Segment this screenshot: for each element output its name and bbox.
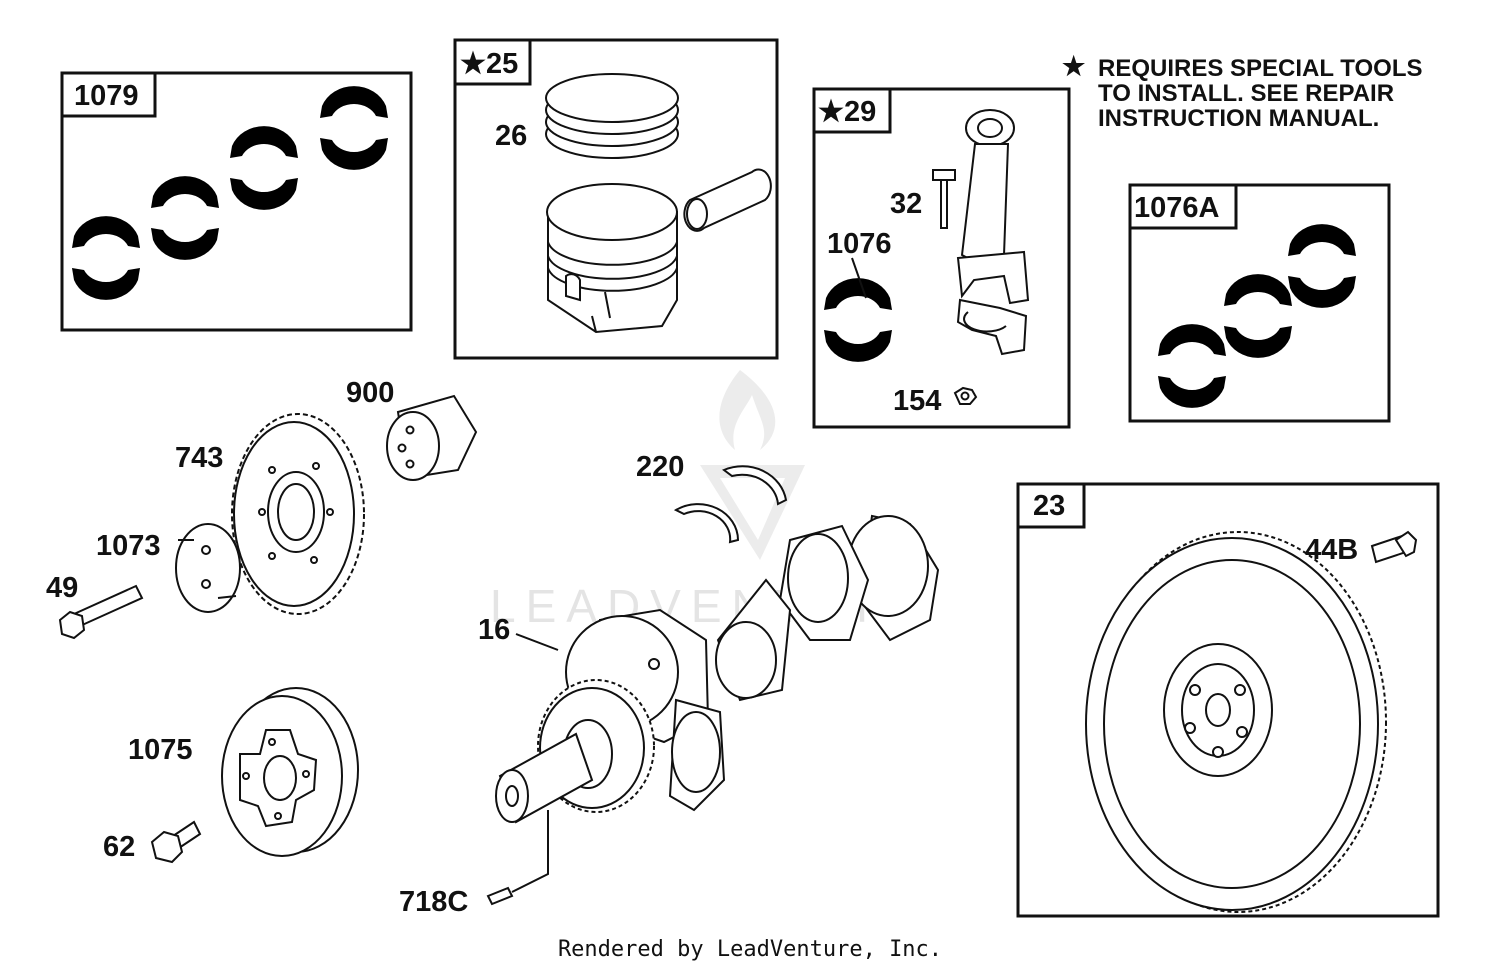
gear-plate-1073 (175, 523, 241, 613)
kit-box-29: ★29 32 1076 154 (812, 87, 1071, 429)
kit-label-23: 23 (1033, 490, 1065, 522)
part-label-1075: 1075 (128, 734, 193, 766)
part-label-32: 32 (890, 188, 922, 220)
kit-box-1076a: 1076A (1128, 183, 1391, 423)
note-line-3: INSTRUCTION MANUAL. (1098, 105, 1379, 132)
star-icon: ★ (1062, 51, 1086, 81)
rod-bolt (932, 169, 956, 229)
part-label-62: 62 (103, 831, 135, 863)
part-label-26: 26 (495, 120, 527, 152)
piston (546, 183, 678, 334)
kit-label-25: ★25 (460, 48, 518, 80)
leader-16 (515, 633, 559, 651)
part-label-49: 49 (46, 572, 78, 604)
rod-bearing-shells-1076a (1158, 224, 1356, 408)
part-label-44b: 44B (1305, 534, 1358, 566)
crankshaft (495, 514, 940, 824)
kit-label-1076a: 1076A (1134, 192, 1220, 224)
special-tools-note: ★ REQUIRES SPECIAL TOOLS TO INSTALL. SEE… (1062, 51, 1423, 132)
footer-credit: Rendered by LeadVenture, Inc. (558, 937, 942, 962)
thrust-washers-220 (673, 465, 788, 544)
part-label-718c: 718C (399, 886, 468, 918)
flywheel (1085, 531, 1387, 913)
part-label-1073: 1073 (96, 530, 161, 562)
rod-nut (953, 386, 978, 405)
piston-rings (545, 73, 679, 159)
pulley-1075 (221, 687, 359, 857)
cam-gear-900-cylinder (386, 394, 478, 481)
rod-cap (956, 298, 1028, 356)
kit-box-25: ★25 26 (453, 38, 779, 360)
part-label-1076: 1076 (827, 228, 892, 260)
bolt-62 (150, 820, 202, 864)
part-label-743: 743 (175, 442, 223, 474)
part-label-220: 220 (636, 451, 684, 483)
main-bearing-shells-1079 (72, 86, 388, 300)
leader-718c (511, 810, 549, 893)
kit-label-1079: 1079 (74, 80, 139, 112)
kit-label-29: ★29 (818, 96, 876, 128)
part-label-16: 16 (478, 614, 510, 646)
flywheel-bolt (1370, 530, 1418, 564)
note-line-1: REQUIRES SPECIAL TOOLS (1098, 55, 1423, 82)
kit-box-23: 23 44B (1016, 482, 1440, 918)
rod-bearing-shells (824, 278, 892, 362)
piston-pin (683, 168, 772, 232)
note-line-2: TO INSTALL. SEE REPAIR (1098, 80, 1394, 107)
part-label-154: 154 (893, 385, 941, 417)
key-718c (486, 886, 514, 906)
connecting-rod (956, 109, 1030, 305)
timing-gear-743 (231, 413, 365, 615)
part-label-900: 900 (346, 377, 394, 409)
bolt-49 (58, 584, 144, 640)
kit-box-1079: 1079 (60, 71, 413, 332)
